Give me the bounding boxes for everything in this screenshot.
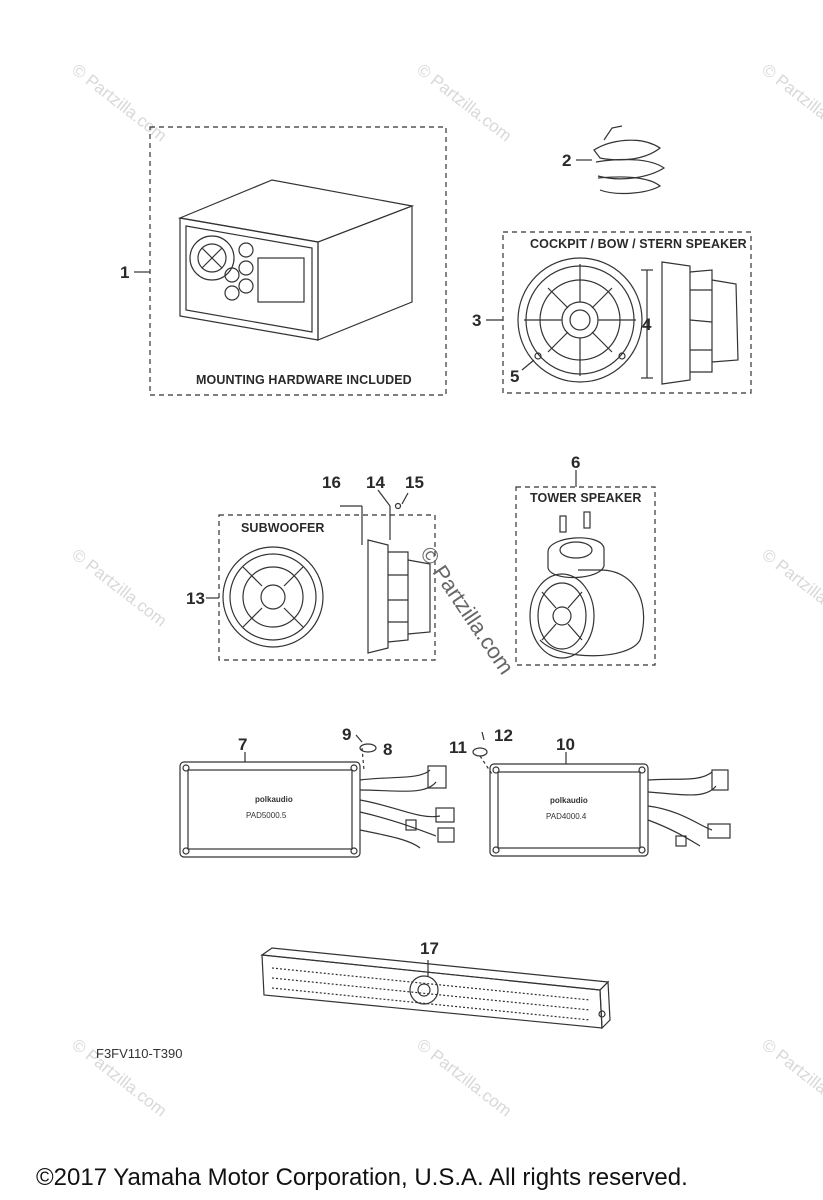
subwoofer-label: SUBWOOFER <box>241 521 325 535</box>
left-amplifier-drawing <box>179 761 455 858</box>
mounting-hardware-label: MOUNTING HARDWARE INCLUDED <box>196 373 412 387</box>
head-unit-frame <box>149 126 447 396</box>
callout-4: 4 <box>642 315 652 334</box>
cockpit-speaker-frame <box>502 231 752 394</box>
callout-16: 16 <box>322 473 341 492</box>
cockpit-speaker-drawing <box>517 257 739 385</box>
left-amp-brand: polkaudio <box>255 795 293 804</box>
callout-17: 17 <box>420 939 439 958</box>
callout-9: 9 <box>342 725 352 744</box>
callout-1: 1 <box>120 263 130 282</box>
head-unit-drawing <box>177 179 415 341</box>
diagram-code: F3FV110-T390 <box>96 1046 183 1061</box>
right-amplifier-drawing <box>489 763 731 857</box>
callout-14: 14 <box>366 473 385 492</box>
callout-11: 11 <box>449 738 467 757</box>
callout-10: 10 <box>556 735 575 754</box>
tower-speaker-frame <box>515 486 656 666</box>
tower-speaker-drawing <box>529 511 645 659</box>
left-amp-model: PAD5000.5 <box>246 811 287 820</box>
callout-3: 3 <box>472 311 482 330</box>
wiring-harness-drawing <box>593 125 666 195</box>
copyright-notice: ©2017 Yamaha Motor Corporation, U.S.A. A… <box>36 1164 688 1191</box>
callout-6: 6 <box>571 453 581 472</box>
callout-2: 2 <box>562 151 572 170</box>
callout-7: 7 <box>238 735 248 754</box>
sound-bar-drawing <box>260 947 611 1030</box>
right-amp-brand: polkaudio <box>550 796 588 805</box>
callout-12: 12 <box>494 726 513 745</box>
cockpit-speaker-label: COCKPIT / BOW / STERN SPEAKER <box>530 237 747 251</box>
callout-8: 8 <box>383 740 393 759</box>
subwoofer-frame <box>218 514 436 661</box>
subwoofer-drawing <box>222 539 431 654</box>
right-amp-model: PAD4000.4 <box>546 812 587 821</box>
callout-13: 13 <box>186 589 205 608</box>
tower-speaker-label: TOWER SPEAKER <box>530 491 642 505</box>
callout-5: 5 <box>510 367 520 386</box>
callout-15: 15 <box>405 473 424 492</box>
